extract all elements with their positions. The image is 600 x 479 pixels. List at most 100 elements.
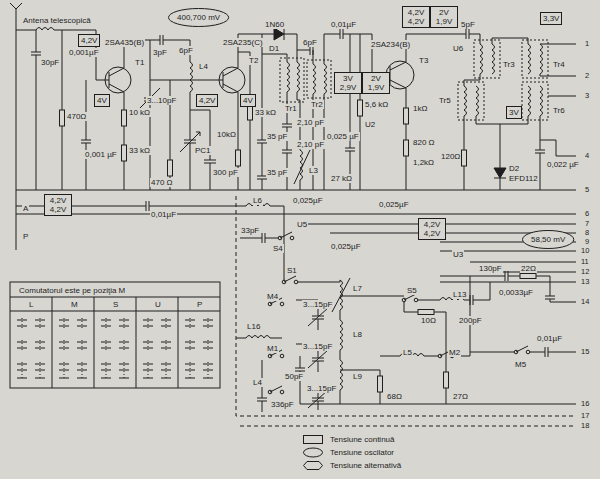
component-label: 130pF bbox=[478, 264, 503, 273]
component-label: Tr4 bbox=[552, 60, 566, 69]
switch-contact bbox=[290, 236, 294, 240]
table-cell: U bbox=[154, 300, 162, 309]
resistor-symbol bbox=[60, 110, 65, 126]
legend-sample bbox=[302, 460, 324, 471]
component-label: 0,025µF bbox=[330, 242, 362, 251]
component-label: M4 bbox=[266, 292, 279, 301]
resistor-symbol bbox=[444, 372, 449, 388]
legend-text: Tensiune alternativă bbox=[330, 461, 401, 471]
voltage-value: 3,3V bbox=[543, 14, 559, 23]
component-label: L16 bbox=[246, 322, 261, 331]
voltage-box: 4,2V 4,2V bbox=[44, 194, 72, 216]
resistor-symbol bbox=[168, 160, 173, 176]
voltage-box: 4,2V 4,2V bbox=[402, 6, 430, 28]
terminal-number: 6 bbox=[584, 210, 590, 218]
switch-table bbox=[10, 282, 220, 388]
component-label: 1N60 bbox=[264, 20, 285, 29]
component-label: 10kΩ bbox=[216, 130, 237, 139]
component-label: U3 bbox=[452, 250, 464, 259]
component-label: 0,01µF bbox=[536, 334, 563, 343]
component-label: U2 bbox=[364, 120, 376, 129]
component-label: S5 bbox=[406, 286, 418, 295]
legend-sample bbox=[302, 447, 324, 458]
voltage-value: 58,50 mV bbox=[531, 235, 565, 244]
table-cell: M bbox=[70, 300, 79, 309]
component-label: M5 bbox=[514, 360, 527, 369]
component-label: L4 bbox=[252, 378, 263, 387]
voltage-value: 2V 1,9V bbox=[365, 74, 387, 92]
terminal-number: 13 bbox=[580, 278, 590, 286]
legend-sample bbox=[304, 462, 323, 470]
transformer-screen bbox=[522, 82, 548, 120]
voltage-value: 4,2V bbox=[81, 36, 97, 45]
component-label: 200pF bbox=[458, 316, 483, 325]
component-label: L3 bbox=[308, 166, 319, 175]
transformer-screen bbox=[474, 40, 500, 78]
voltage-box: 3V 2,9V bbox=[334, 72, 362, 94]
component-label: T2 bbox=[248, 56, 259, 65]
terminal-number: 12 bbox=[580, 268, 590, 276]
component-label: D2 bbox=[508, 164, 520, 173]
switch-lever bbox=[270, 232, 528, 392]
transformer-screen bbox=[280, 58, 304, 102]
legend-sample bbox=[304, 448, 323, 457]
component-label: 6pF bbox=[302, 38, 318, 47]
voltage-value: 4V bbox=[243, 96, 253, 105]
terminal-number: 10 bbox=[580, 247, 590, 255]
voltage-value: 4,2V 4,2V bbox=[421, 220, 443, 238]
resistor-symbol bbox=[236, 150, 241, 166]
legend-text: Tensiune oscilator bbox=[330, 448, 394, 458]
component-label: 0,01µF bbox=[150, 210, 177, 219]
switch-table bbox=[185, 318, 213, 380]
legend-entry: Tensiune oscilator bbox=[300, 447, 396, 458]
component-label: 2SA235(C) bbox=[222, 38, 264, 47]
diode-symbol bbox=[274, 28, 506, 178]
resistor-symbol bbox=[418, 310, 434, 315]
transformer-screen bbox=[522, 40, 548, 78]
component-label: 50pF bbox=[284, 372, 304, 381]
component-label: Tr1 bbox=[284, 104, 298, 113]
voltage-box: 4,2V bbox=[78, 34, 100, 47]
component-label: 0,001 µF bbox=[84, 150, 118, 159]
component-label: D1 bbox=[268, 44, 280, 53]
coil-symbol bbox=[36, 28, 543, 391]
component-label: 6pF bbox=[178, 46, 194, 55]
component-label: PC1 bbox=[194, 146, 212, 155]
voltage-box: 4V bbox=[240, 94, 256, 107]
component-label: 30pF bbox=[40, 58, 60, 67]
component-label: Tr3 bbox=[502, 60, 516, 69]
component-label: T3 bbox=[418, 56, 429, 65]
component-label: L4 bbox=[198, 62, 209, 71]
terminal-number: 2 bbox=[584, 72, 590, 80]
terminal-number: 5 bbox=[584, 186, 590, 194]
component-label: 3pF bbox=[152, 48, 168, 57]
component-label: 10Ω bbox=[420, 316, 437, 325]
component-label: M2 bbox=[448, 348, 461, 357]
terminal-number: 18 bbox=[580, 422, 590, 430]
legend-entry: Tensiune continuă bbox=[300, 434, 397, 445]
component-label: 3...15pF bbox=[302, 342, 333, 351]
voltage-box: 4,2V bbox=[196, 94, 218, 107]
component-label: 470 Ω bbox=[150, 178, 174, 187]
component-label: 300 pF bbox=[212, 168, 239, 177]
voltage-value: 4,2V bbox=[199, 96, 215, 105]
component-label: 0,025µF bbox=[378, 200, 410, 209]
component-label: 0,01µF bbox=[330, 20, 357, 29]
component-label: 3...15pF bbox=[306, 384, 337, 393]
component-label: Tr6 bbox=[552, 106, 566, 115]
schematic bbox=[10, 3, 576, 426]
voltage-value: 3V bbox=[509, 108, 519, 117]
component-label: 33pF bbox=[240, 226, 260, 235]
resistor-symbol bbox=[358, 100, 363, 116]
switch-contact bbox=[294, 280, 298, 284]
switch-table bbox=[10, 282, 220, 388]
component-label: L13 bbox=[452, 290, 467, 299]
voltage-value: 2V 1,9V bbox=[433, 8, 455, 26]
component-label: 2,10 pF bbox=[296, 140, 325, 149]
component-label: EFD112 bbox=[508, 174, 539, 183]
voltage-value: 4,2V 4,2V bbox=[405, 8, 427, 26]
component-label: 3...10pF bbox=[146, 96, 177, 105]
component-label: Tr2 bbox=[310, 100, 324, 109]
